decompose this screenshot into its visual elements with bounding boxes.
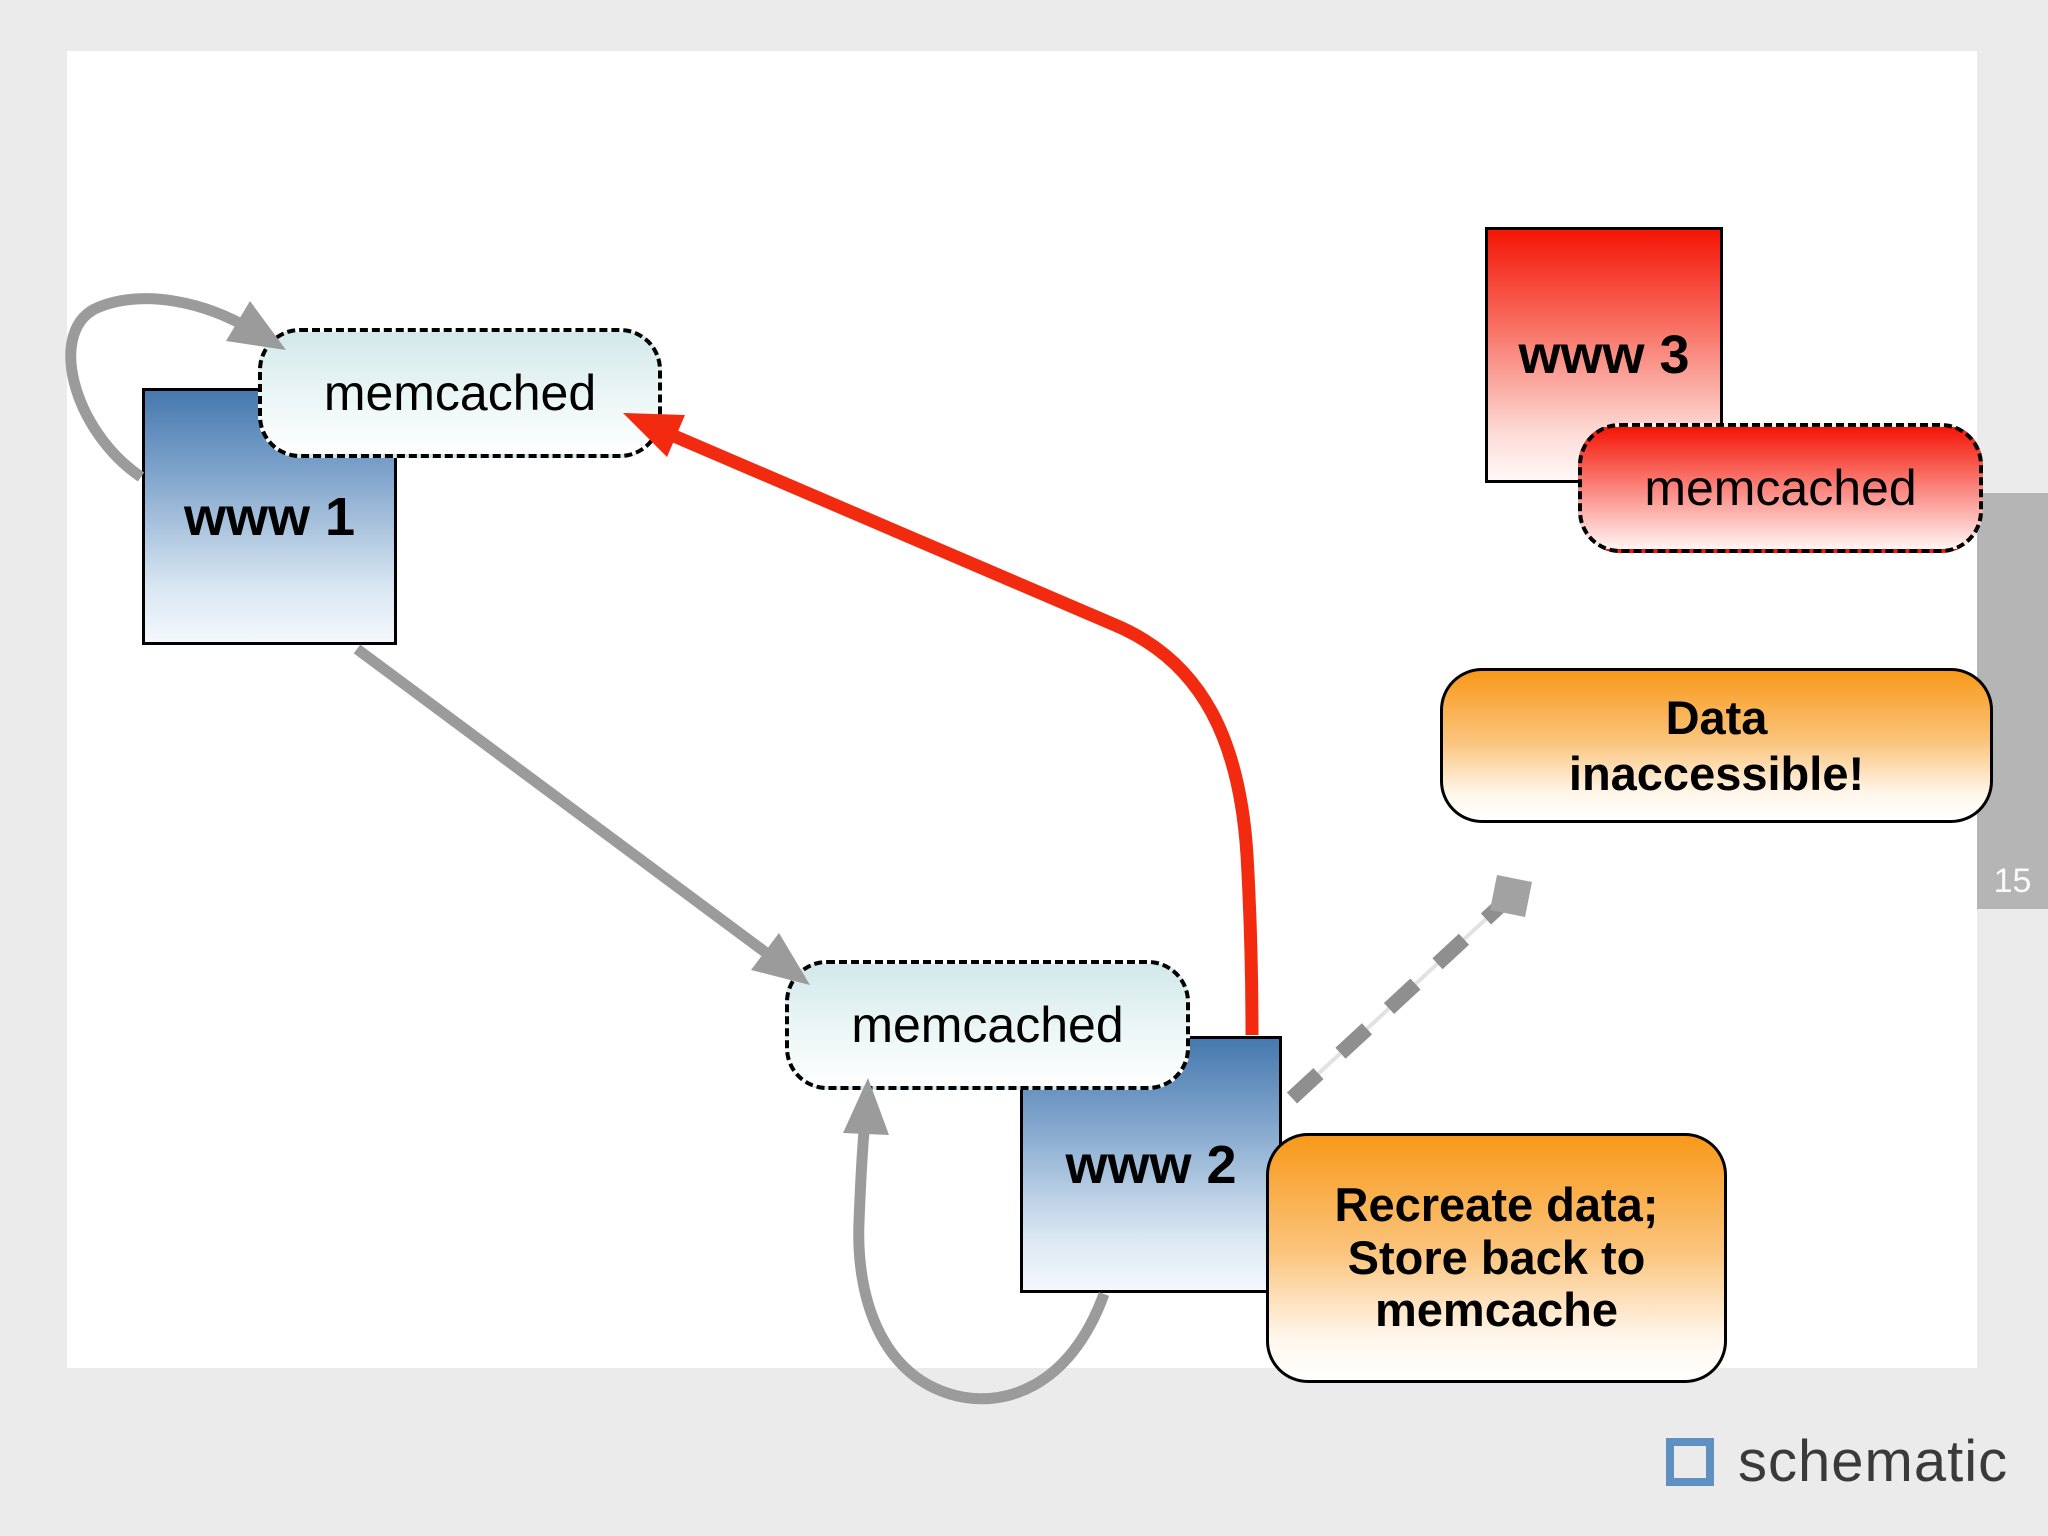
node-memcached2: memcached <box>785 960 1190 1090</box>
node-memcached3-failed: memcached <box>1578 423 1983 553</box>
logo-square-icon <box>1666 1437 1714 1486</box>
node-memcached1: memcached <box>258 328 662 458</box>
callout-data-line1: Data <box>1665 691 1768 745</box>
node-memcached2-label: memcached <box>851 997 1124 1053</box>
callout-recreate-line1: Recreate data; <box>1334 1178 1659 1232</box>
callout-recreate-line2: Store back to <box>1347 1230 1646 1284</box>
logo-text: schematic <box>1738 1429 2009 1494</box>
callout-recreate-data: Recreate data; Store back to memcache <box>1266 1133 1727 1383</box>
node-www1-label: www 1 <box>183 486 356 547</box>
node-memcached1-label: memcached <box>323 365 597 421</box>
node-memcached3-label: memcached <box>1644 460 1917 516</box>
callout-data-line2: inaccessible! <box>1568 746 1865 800</box>
node-www2-label: www 2 <box>1065 1134 1237 1195</box>
callout-recreate-line3: memcache <box>1375 1283 1618 1337</box>
schematic-logo: schematic <box>1666 1428 2008 1495</box>
node-www3-label: www 3 <box>1518 325 1690 385</box>
page-number: 15 <box>1993 862 2032 900</box>
callout-data-inaccessible: Data inaccessible! <box>1440 668 1993 823</box>
